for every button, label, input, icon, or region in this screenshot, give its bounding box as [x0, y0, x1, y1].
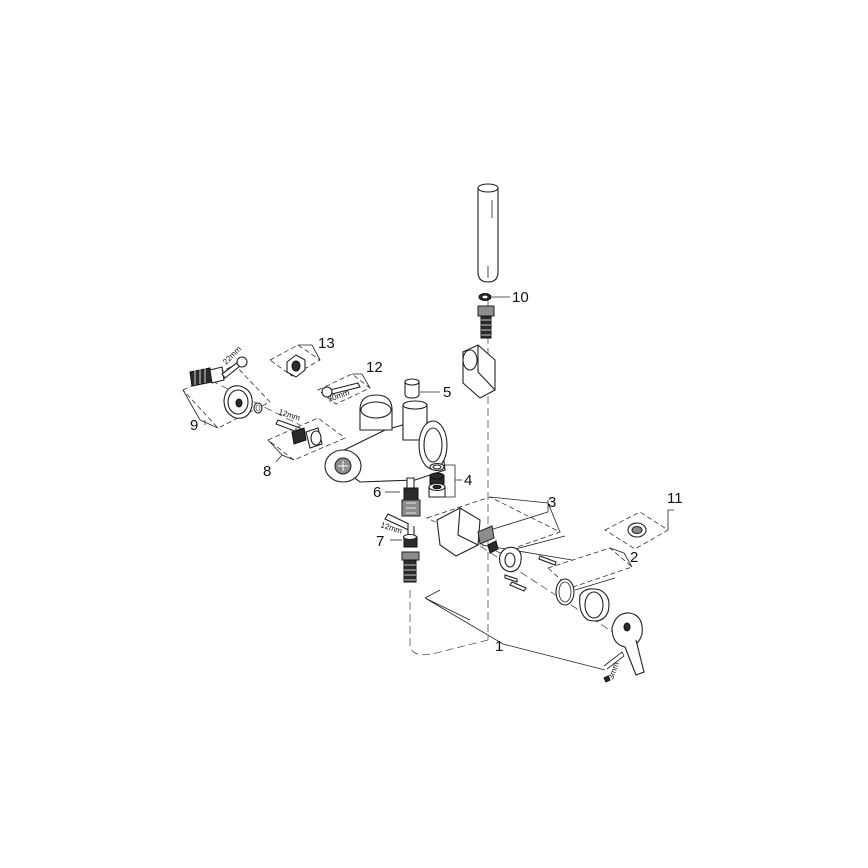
dashbox-13 [269, 344, 321, 377]
handle-sleeve [579, 588, 610, 622]
cartridge [436, 507, 499, 557]
dashbox-11 [604, 509, 674, 550]
callout-8: 8 [263, 463, 271, 480]
callout-9: 9 [190, 417, 198, 434]
top-plug [404, 378, 420, 399]
hex-nut-13 [286, 354, 306, 378]
hose-nut-upper [477, 305, 495, 339]
callout-7: 7 [376, 533, 384, 550]
escutcheon-rosette [223, 385, 253, 419]
aerator-body [429, 472, 445, 485]
callout-12: 12 [366, 359, 383, 376]
hose-end-lower [401, 551, 420, 583]
callout-5: 5 [443, 384, 451, 401]
leader-8 [275, 454, 283, 463]
mixer-body [324, 394, 448, 483]
cartridge-screws [504, 555, 557, 592]
seal-washer [253, 402, 263, 414]
leader-4 [444, 464, 462, 498]
hand-shower [477, 183, 499, 283]
dashbox-12 [317, 373, 371, 405]
handle-seal-ring [555, 578, 575, 606]
cover-cap [627, 522, 647, 538]
callout-11: 11 [667, 490, 683, 507]
hose-nut-lower [402, 533, 418, 548]
callout-2: 2 [630, 549, 638, 566]
label-3mm: 3mm [606, 661, 621, 681]
diverter-spindle [401, 477, 421, 517]
aerator-cap [428, 482, 446, 498]
callout-10: 10 [512, 289, 529, 306]
dashbox-9 [182, 364, 271, 429]
callout-1: 1 [495, 638, 503, 655]
wrench-22mm [221, 356, 248, 379]
wrench-30mm [321, 382, 361, 398]
lever-handle [611, 612, 645, 676]
callout-13: 13 [318, 335, 335, 352]
s-union-connector [189, 366, 225, 387]
wall-holder [462, 344, 496, 399]
callout-3: 3 [548, 494, 556, 511]
callout-4: 4 [464, 472, 472, 489]
hex-key-3mm [603, 651, 625, 683]
callout-6: 6 [373, 484, 381, 501]
cartridge-nut [499, 546, 522, 573]
aerator-ring [429, 462, 445, 472]
union-nut [291, 427, 323, 449]
shower-washer [478, 293, 492, 301]
leader-1 [424, 589, 606, 671]
